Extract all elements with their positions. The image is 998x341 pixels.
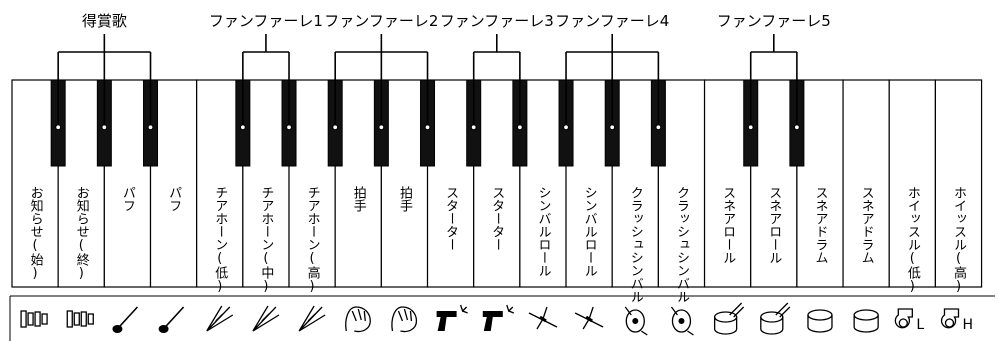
key-label: 拍手 <box>397 186 413 212</box>
key-marker <box>286 124 292 131</box>
white-key[interactable] <box>242 79 290 288</box>
group-label: ファンファーレ1 <box>209 12 323 30</box>
white-key[interactable] <box>519 79 567 288</box>
cheer-horn-icon <box>206 305 234 332</box>
white-key[interactable] <box>103 79 152 288</box>
cymbal-roll-icon <box>574 306 604 330</box>
group-label: ファンファーレ3 <box>440 12 554 30</box>
key-marker <box>609 124 616 131</box>
white-key[interactable] <box>334 79 382 288</box>
key-labels: お知らせ(始) お知らせ(終) パフ パフ チアホーン(低) チアホーン(中) チアホーン(… <box>28 186 967 303</box>
fanfare-group: ファンファーレ2 <box>324 12 438 131</box>
key-marker <box>101 124 108 131</box>
key-marker <box>747 124 754 131</box>
white-key[interactable] <box>796 79 844 288</box>
crash-cymbal-icon <box>670 306 694 336</box>
fanfare-group: ファンファーレ5 <box>717 12 831 131</box>
key-marker <box>378 124 385 131</box>
white-key[interactable] <box>888 79 936 288</box>
white-key[interactable] <box>426 79 475 288</box>
fanfare-group: ファンファーレ1 <box>209 12 323 131</box>
snare-drum-icon <box>807 309 833 333</box>
white-key[interactable] <box>611 79 659 288</box>
key-label: スネアドラム <box>812 186 827 264</box>
key-label: スターター <box>443 186 458 251</box>
key-marker <box>332 124 339 131</box>
cymbal-roll-icon <box>528 306 558 330</box>
clap-icon <box>345 306 371 333</box>
white-key[interactable] <box>288 79 336 288</box>
key-marker <box>424 124 431 131</box>
key-label: チアホーン(高) <box>305 186 321 294</box>
crash-cymbal-icon <box>624 306 648 336</box>
whistle-letter: L <box>916 317 924 333</box>
key-label: ホイッスル(高) <box>951 186 967 294</box>
snare-roll-icon <box>713 302 745 335</box>
key-label: シンバルロール <box>535 186 551 277</box>
white-key[interactable] <box>149 79 198 288</box>
white-key[interactable] <box>703 79 752 288</box>
key-marker <box>516 124 523 131</box>
key-label: クラッシュシンバル <box>628 186 644 303</box>
key-marker <box>655 124 662 131</box>
starter-pistol-icon <box>436 304 468 331</box>
group-label: 得賞歌 <box>82 12 127 30</box>
group-label: ファンファーレ5 <box>717 12 831 30</box>
key-label: スターター <box>489 186 504 251</box>
key-marker <box>147 124 154 131</box>
key-label: シンバルロール <box>582 186 598 277</box>
key-marker <box>55 124 62 131</box>
key-label: 拍手 <box>351 186 367 212</box>
key-marker <box>563 124 569 131</box>
white-key[interactable] <box>57 79 105 288</box>
group-label: ファンファーレ2 <box>324 12 438 30</box>
snare-roll-icon <box>760 302 791 335</box>
key-marker <box>239 124 246 131</box>
key-label: スネアドラム <box>859 186 874 264</box>
fanfare-group: ファンファーレ3 <box>440 12 554 131</box>
white-key[interactable] <box>196 79 244 288</box>
fanfare-group: 得賞歌 <box>55 12 154 131</box>
white-key[interactable] <box>750 79 798 288</box>
key-label: チアホーン(中) <box>258 186 273 294</box>
chime-icon <box>20 310 48 328</box>
starter-pistol-icon <box>482 304 515 331</box>
white-key[interactable] <box>565 79 613 288</box>
key-label: スネアロール <box>766 186 781 264</box>
cheer-horn-icon <box>252 305 280 332</box>
key-label: スネアロール <box>720 186 735 264</box>
key-label: ホイッスル(低) <box>905 186 921 294</box>
key-label: パフ <box>166 186 182 212</box>
white-key[interactable] <box>380 79 429 288</box>
key-label: クラッシュシンバル <box>674 186 690 303</box>
clap-icon <box>391 306 418 333</box>
cheer-horn-icon <box>298 305 326 332</box>
key-label: チアホーン(低) <box>212 186 228 294</box>
snare-drum-icon <box>853 309 879 333</box>
key-marker <box>793 124 800 131</box>
white-keys <box>11 79 983 288</box>
key-marker <box>470 124 477 131</box>
group-label: ファンファーレ4 <box>555 12 669 30</box>
key-label: パフ <box>120 186 136 212</box>
horn-icon <box>112 306 139 333</box>
horn-icon <box>158 306 185 333</box>
white-key[interactable] <box>934 79 983 288</box>
chime-icon <box>66 310 94 328</box>
key-label: お知らせ(始) <box>28 186 44 281</box>
whistle-low-icon: L <box>894 308 924 333</box>
whistle-high-icon: H <box>940 308 973 333</box>
fanfare-group: ファンファーレ4 <box>555 12 669 131</box>
white-key[interactable] <box>842 79 890 288</box>
whistle-letter: H <box>962 317 973 333</box>
key-label: お知らせ(終) <box>74 186 90 281</box>
white-key[interactable] <box>11 79 59 288</box>
